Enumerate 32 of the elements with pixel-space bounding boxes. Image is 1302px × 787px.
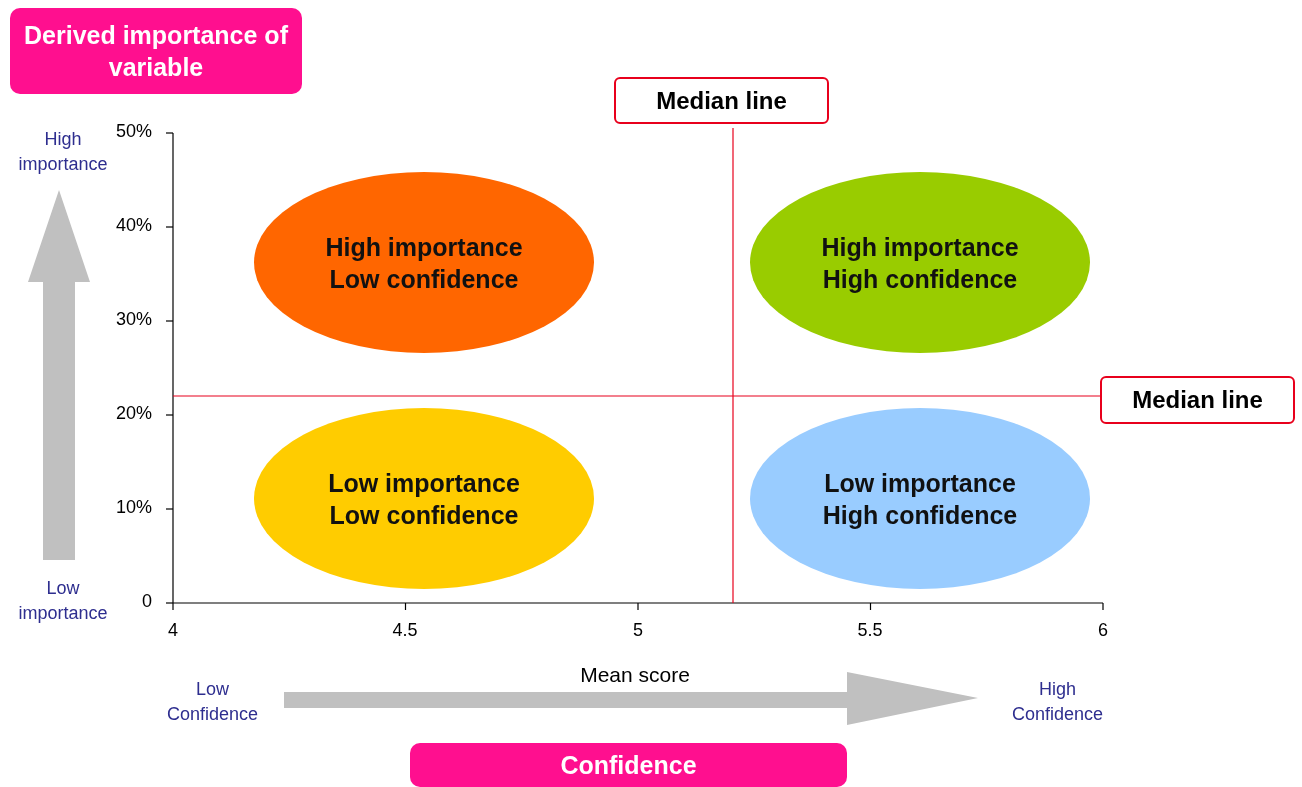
- quadrant-ellipse: [254, 408, 594, 589]
- quadrant-label: Low confidence: [329, 263, 519, 295]
- axis-end-label: Low importance: [17, 577, 109, 625]
- quadrant-label: Low confidence: [329, 499, 519, 531]
- quadrant-label: Low importance: [328, 467, 520, 499]
- axis-end-label: High Confidence: [1010, 678, 1105, 726]
- quadrant-ellipse: [254, 172, 594, 353]
- heading-box: Confidence: [410, 743, 847, 787]
- quadrant-ellipse: [750, 408, 1090, 589]
- callout-box: Median line: [1100, 376, 1295, 424]
- quadrant-ellipse: [750, 172, 1090, 353]
- quadrant-label: High importance: [821, 231, 1019, 263]
- tick-label: 5.5: [856, 620, 884, 641]
- callout-box: Median line: [614, 77, 829, 124]
- axis-end-label: Low Confidence: [165, 678, 260, 726]
- tick-label: 20%: [114, 403, 152, 424]
- quadrant-label: High importance: [325, 231, 523, 263]
- quadrant-label: High confidence: [822, 499, 1018, 531]
- tick-label: 40%: [114, 215, 152, 236]
- axis-end-label: High importance: [17, 128, 109, 176]
- tick-label: 30%: [114, 309, 152, 330]
- tick-label: 4: [167, 620, 179, 641]
- tick-label: 6: [1097, 620, 1109, 641]
- quadrant-label: Low importance: [824, 467, 1016, 499]
- tick-label: 5: [632, 620, 644, 641]
- tick-label: 50%: [114, 121, 152, 142]
- tick-label: 0: [141, 591, 152, 612]
- tick-label: 10%: [114, 497, 152, 518]
- quadrant-label: High confidence: [822, 263, 1018, 295]
- heading-box: Derived importance of variable: [10, 8, 302, 94]
- tick-label: 4.5: [391, 620, 419, 641]
- axis-title: Mean score: [579, 663, 691, 687]
